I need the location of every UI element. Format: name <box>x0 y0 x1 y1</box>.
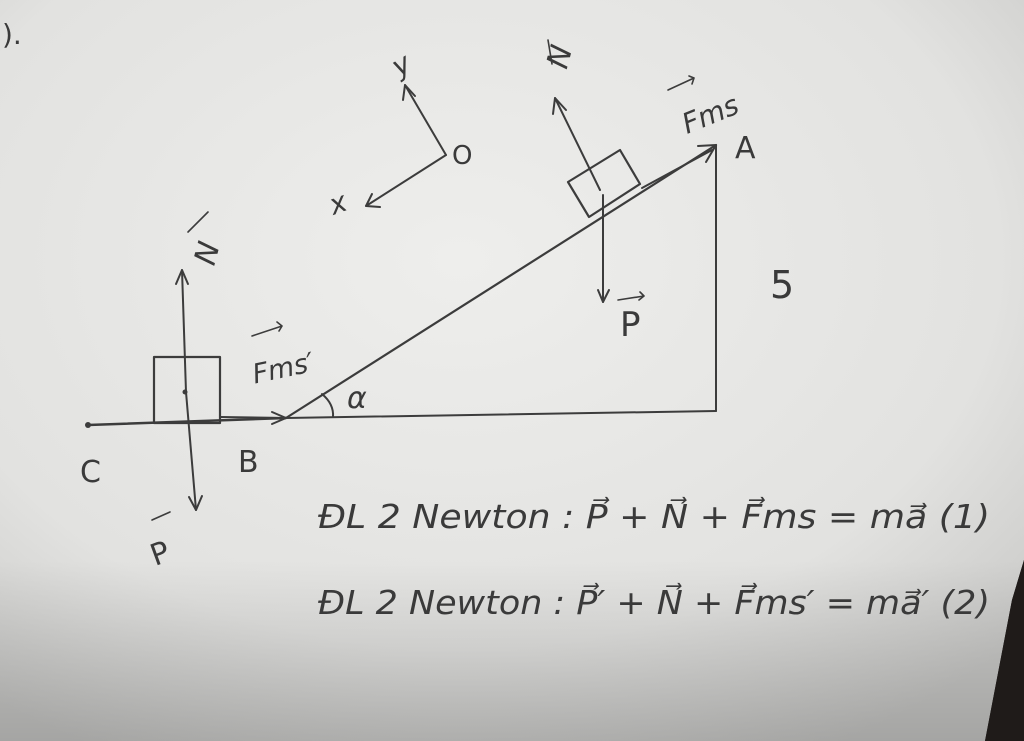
point-b-label: B <box>238 445 259 480</box>
point-a-label: A <box>735 131 756 166</box>
angle-arc <box>321 393 335 418</box>
point-c-label: C <box>80 455 101 490</box>
incline-weight-label: P <box>620 305 641 345</box>
flat-normal-vector-bar <box>187 211 209 233</box>
flat-friction-arrow <box>219 416 287 419</box>
x-axis <box>365 154 447 207</box>
triangle-base <box>285 410 717 419</box>
flat-weight-arrow <box>185 391 197 511</box>
incline-weight-vector-bar <box>617 291 645 301</box>
incline-normal-arrow <box>554 97 601 191</box>
flat-normal-arrowhead <box>175 269 189 285</box>
height-label: 5 <box>770 263 794 307</box>
point-c-dot <box>85 422 91 428</box>
page-edge-shadow <box>985 560 1024 741</box>
incline-normal-arrowhead <box>552 97 567 115</box>
origin-label: O <box>452 141 472 171</box>
flat-weight-vector-bar <box>151 511 171 521</box>
y-axis <box>404 84 447 156</box>
incline-friction-arrow <box>641 149 713 189</box>
y-axis-arrowhead <box>402 84 416 101</box>
equation-1: ĐL 2 Newton : P⃗ + N⃗ + F⃗ms = ma⃗ (1) <box>318 496 990 536</box>
incline-hypotenuse <box>284 143 718 420</box>
equation-2: ĐL 2 Newton : P⃗′ + N⃗ + F⃗ms′ = ma⃗′ (2… <box>318 582 990 622</box>
ground-line <box>86 416 288 427</box>
corner-mark: ). <box>2 18 22 51</box>
flat-friction-arrowhead <box>271 411 287 425</box>
angle-label: α <box>347 381 367 416</box>
incline-block <box>566 148 642 219</box>
x-axis-arrowhead <box>365 193 381 208</box>
incline-normal-vector-bar <box>547 39 553 65</box>
flat-block <box>152 355 222 425</box>
incline-weight-arrowhead <box>597 289 610 303</box>
incline-friction-vector-bar <box>667 75 695 91</box>
flat-normal-arrow <box>181 269 187 393</box>
arrowhead-a <box>697 144 717 163</box>
flat-friction-vector-bar <box>251 321 283 337</box>
flat-weight-arrowhead <box>188 495 203 511</box>
paper-shadow <box>0 560 1024 741</box>
